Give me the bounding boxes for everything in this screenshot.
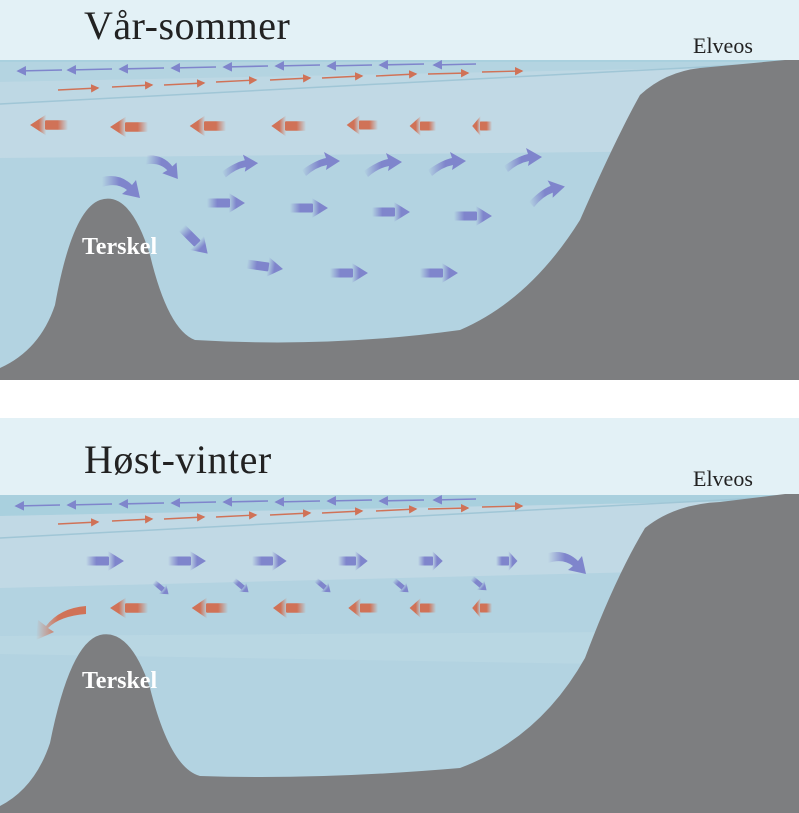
panel-title: Vår-sommer	[84, 3, 291, 48]
layer-boundary	[0, 63, 761, 105]
deep-outflow-arrows	[36, 597, 492, 640]
sill-label: Terskel	[82, 668, 158, 694]
seabed-terrain	[0, 494, 799, 813]
river-mouth-label: Elveos	[693, 33, 753, 58]
panel-title: Høst-vinter	[84, 437, 272, 482]
sill-label: Terskel	[82, 234, 158, 260]
surface-outflow-arrows	[14, 495, 477, 511]
middle-layer	[0, 568, 799, 636]
panel-autumn-winter: Høst-vinter Elveos Terskel	[0, 418, 799, 813]
panel-spring-summer: Vår-sommer Elveos Terskel	[0, 0, 799, 380]
surface-inflow-arrows	[57, 501, 524, 527]
fjord-diagram	[0, 0, 799, 380]
surface-inflow-arrows	[57, 66, 524, 93]
fjord-diagram	[0, 418, 799, 813]
surface-outflow-arrows	[16, 60, 477, 76]
river-mouth-label: Elveos	[693, 466, 753, 491]
upper-layer	[0, 500, 799, 590]
surface-layer	[0, 495, 799, 516]
layer-boundary	[0, 497, 761, 539]
lower-layer	[0, 632, 620, 664]
seabed-terrain	[0, 60, 799, 380]
